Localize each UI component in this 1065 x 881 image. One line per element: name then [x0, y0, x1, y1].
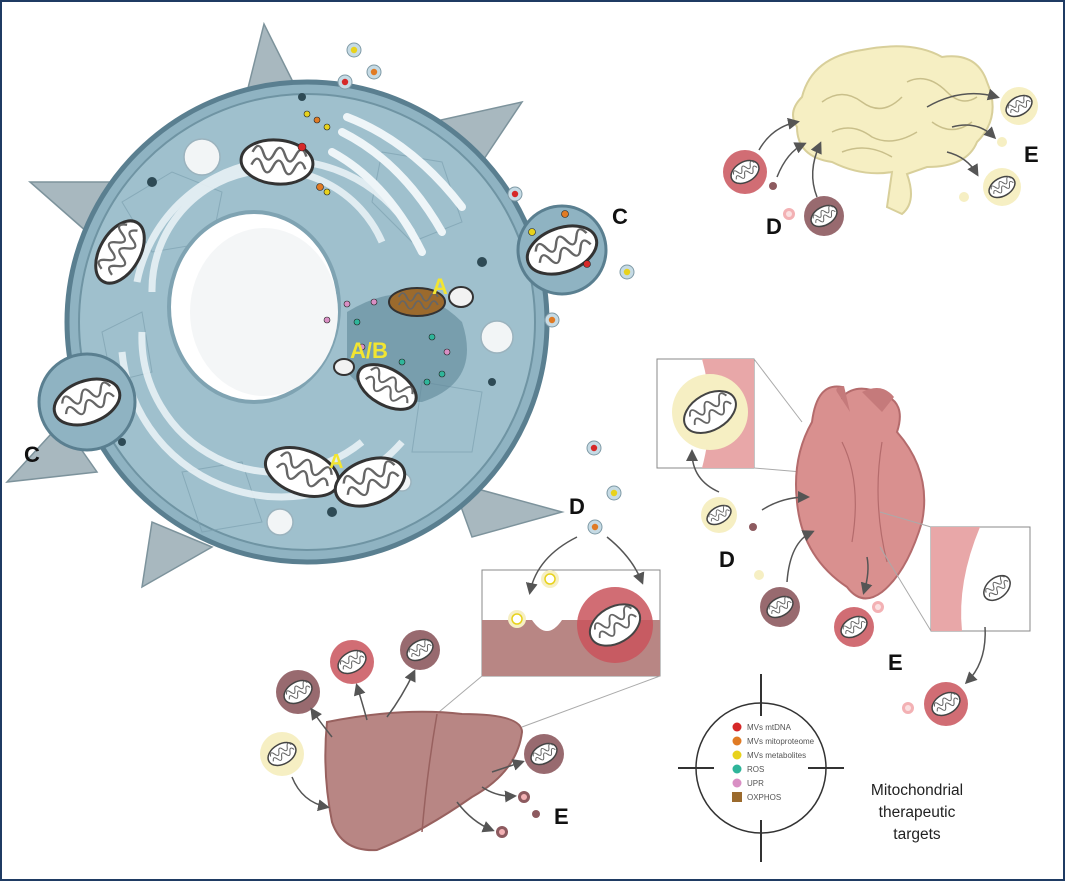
label-c-left: C — [24, 442, 40, 467]
cell-diagram: A A/B A C C — [5, 21, 635, 589]
legend-label: MVs metabolites — [747, 751, 806, 760]
legend-label: MVs mtDNA — [747, 723, 792, 732]
legend-label: ROS — [747, 765, 764, 774]
brain-diagram: D E — [723, 45, 1039, 239]
label-d-heart: D — [719, 547, 735, 572]
vesicle — [266, 508, 294, 536]
label-e-brain: E — [1024, 142, 1039, 167]
legend-marker — [732, 722, 742, 732]
label-c-right: C — [612, 204, 628, 229]
legend-marker — [732, 792, 742, 802]
budding-vesicle-right — [516, 204, 608, 296]
label-a-bottom: A — [329, 451, 343, 473]
legend-marker — [732, 750, 742, 760]
released-particles — [337, 42, 635, 535]
legend-label: UPR — [747, 779, 764, 788]
legend-marker — [732, 736, 742, 746]
vesicle — [480, 320, 514, 354]
label-a-top: A — [432, 274, 448, 299]
label-d-brain: D — [766, 214, 782, 239]
cell-mitochondria — [94, 138, 474, 508]
liver-diagram: D E — [260, 494, 661, 852]
legend-label: MVs mitoproteome — [747, 737, 815, 746]
budding-vesicle-left — [37, 352, 137, 452]
title-line-2: therapeutic — [878, 804, 956, 821]
nucleus-inner — [190, 228, 338, 396]
label-e-heart: E — [888, 650, 903, 675]
label-ab: A/B — [350, 338, 388, 363]
cell-particles — [297, 110, 451, 386]
label-d-liver: D — [569, 494, 585, 519]
heart — [795, 385, 926, 600]
legend-marker — [732, 778, 742, 788]
targets-title: Mitochondrial therapeutic targets — [854, 780, 980, 846]
liver — [324, 710, 524, 852]
legend-marker — [732, 764, 742, 774]
label-e-liver: E — [554, 804, 569, 829]
legend-label: OXPHOS — [747, 793, 781, 802]
brain — [792, 45, 994, 216]
title-line-3: targets — [893, 826, 941, 843]
vesicle — [183, 138, 221, 176]
heart-diagram: D E — [656, 358, 1031, 726]
title-line-1: Mitochondrial — [870, 782, 964, 799]
damaged-mitochondrion — [388, 286, 474, 317]
golgi-apparatus — [328, 113, 466, 256]
